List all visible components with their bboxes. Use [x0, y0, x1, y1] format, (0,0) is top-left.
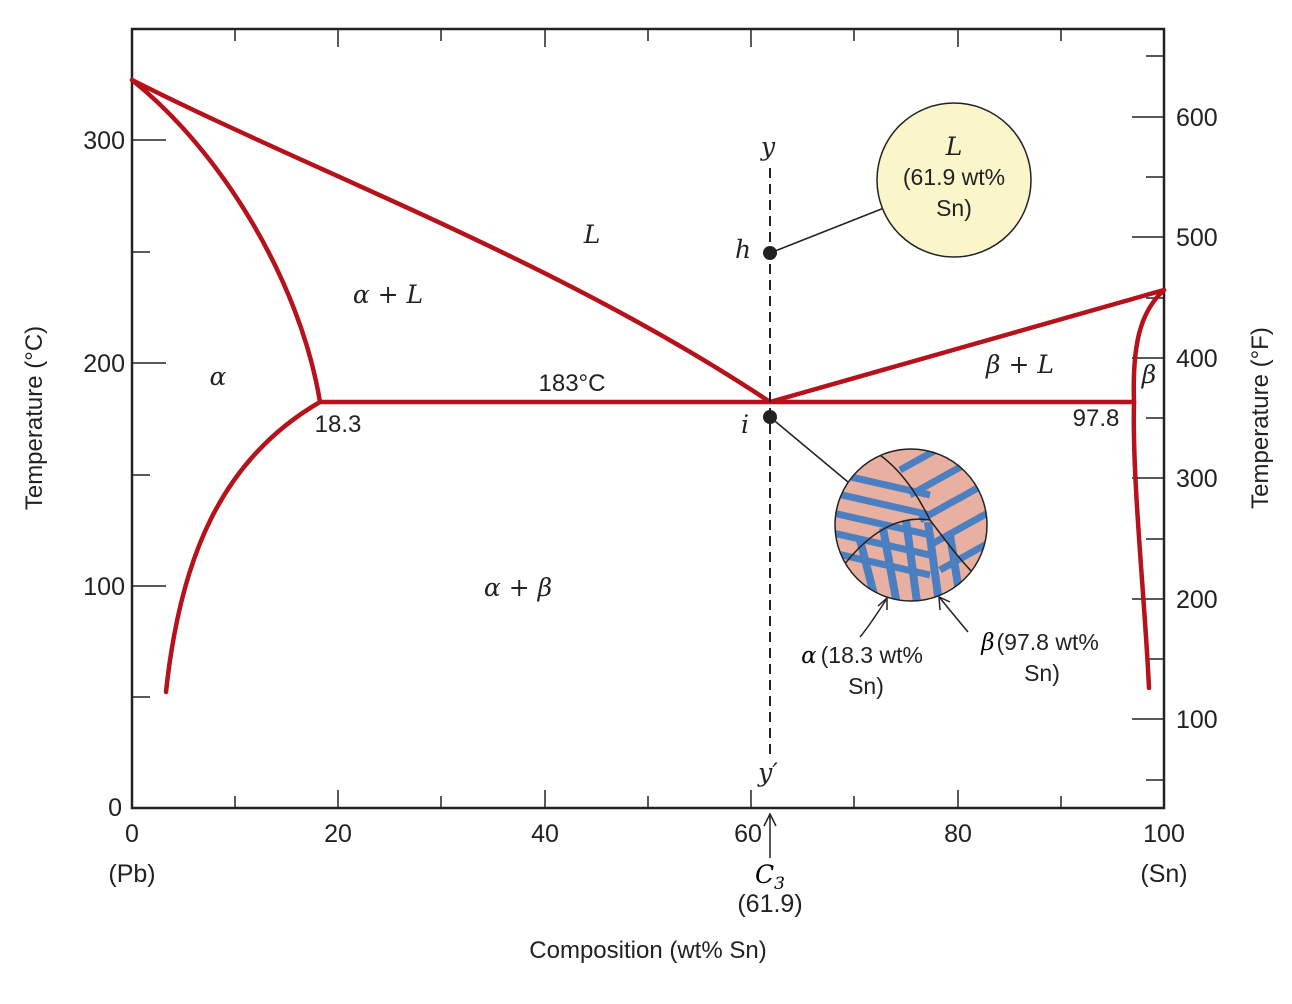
c3-arrow-head	[763, 812, 777, 827]
x-tick-label: 100	[1143, 820, 1185, 848]
liquid-callout-line2: Sn)	[936, 195, 972, 221]
phase-label-alpha: α	[210, 362, 227, 391]
composition-line-top-label: y	[760, 132, 776, 161]
liquid-callout-circle	[876, 102, 1032, 258]
alpha-pointer-line	[859, 599, 887, 638]
c3-value-label: (61.9)	[737, 890, 802, 918]
phase-label-alpha-plus-liquid: α + L	[353, 280, 423, 309]
solvus-beta	[1131, 399, 1152, 691]
right-tick-label: 100	[1176, 706, 1218, 734]
x-end-label-pb: (Pb)	[108, 860, 155, 888]
beta-composition-line1: (97.8 wt%	[997, 629, 1099, 655]
right-tick-label: 200	[1176, 586, 1218, 614]
right-tick-label: 500	[1176, 224, 1218, 252]
beta-pointer-arrowhead	[938, 595, 951, 611]
liquid-callout-phase: L	[945, 132, 963, 161]
phase-label-liquid: L	[583, 220, 601, 249]
beta-phase-label: β(97.8 wt%	[980, 629, 1099, 656]
liquidus-right	[767, 287, 1167, 405]
alpha-composition-line1: (18.3 wt%	[821, 642, 923, 668]
liquid-callout-leader	[769, 207, 885, 254]
phase-label-beta-plus-liquid: β + L	[985, 350, 1054, 379]
composition-line-bottom-label: y′	[757, 758, 778, 787]
beta-symbol: β	[980, 630, 994, 656]
c3-subscript: 3	[774, 874, 785, 894]
right-tick-label: 600	[1176, 104, 1218, 132]
beta-max-solubility-label: 97.8	[1073, 405, 1120, 432]
beta-composition-line2: Sn)	[1024, 660, 1060, 686]
eutectic-microstructure	[835, 449, 987, 601]
microstructure-circle-outline	[834, 448, 988, 602]
phase-boundaries	[129, 77, 1167, 695]
point-h-label: h	[735, 235, 751, 264]
left-axis-title: Temperature (°C)	[21, 326, 48, 510]
x-tick-label: 80	[944, 820, 972, 848]
liquid-callout-line1: (61.9 wt%	[903, 164, 1005, 190]
solidus-beta	[1131, 287, 1167, 405]
x-tick-label: 60	[734, 820, 762, 848]
right-axis-title: Temperature (°F)	[1247, 327, 1274, 509]
left-tick-label: 200	[83, 350, 125, 378]
liquidus-left	[129, 77, 773, 405]
x-axis-title: Composition (wt% Sn)	[529, 937, 766, 964]
solvus-alpha	[163, 399, 323, 695]
left-tick-label: 0	[108, 794, 122, 822]
x-axis-ticks	[234, 29, 1062, 808]
c3-label: C3	[755, 860, 785, 894]
right-tick-label: 400	[1176, 345, 1218, 373]
right-tick-label: 300	[1176, 465, 1218, 493]
left-axis-ticks	[132, 139, 166, 698]
x-tick-label: 0	[125, 820, 139, 848]
point-i-label: i	[741, 410, 749, 439]
alpha-composition-line2: Sn)	[848, 673, 884, 699]
left-tick-label: 300	[83, 127, 125, 155]
eutectic-temperature-label: 183°C	[539, 370, 606, 397]
alpha-pointer-arrowhead	[877, 596, 888, 610]
left-tick-label: 100	[83, 573, 125, 601]
x-end-label-sn: (Sn)	[1140, 860, 1187, 888]
x-tick-label: 40	[531, 820, 559, 848]
alpha-max-solubility-label: 18.3	[315, 411, 362, 438]
beta-pointer-line	[939, 597, 969, 633]
x-tick-label: 20	[324, 820, 352, 848]
right-axis-ticks	[1132, 55, 1164, 781]
alpha-phase-label: α(18.3 wt%	[801, 642, 923, 669]
solidus-alpha	[129, 77, 323, 405]
phase-label-alpha-plus-beta: α + β	[484, 573, 552, 602]
c3-letter: C	[755, 860, 774, 889]
alpha-symbol: α	[801, 643, 817, 669]
microstructure-callout-leader	[769, 416, 849, 483]
phase-label-beta: β	[1141, 360, 1156, 389]
